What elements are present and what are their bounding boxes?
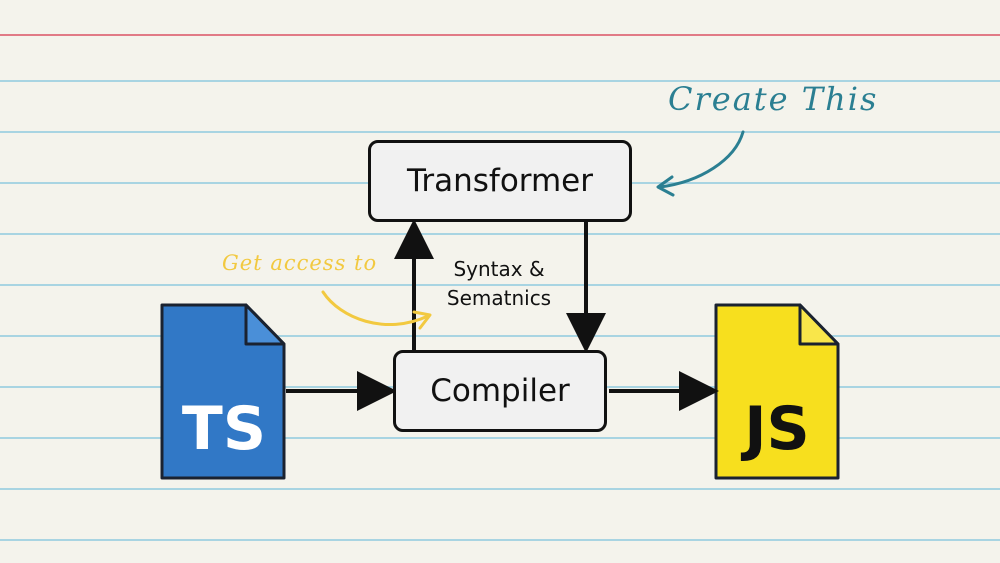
compiler-node: Compiler <box>393 350 607 432</box>
typescript-file-icon: TS <box>160 303 286 480</box>
notebook-line <box>0 284 1000 286</box>
compiler-label: Compiler <box>430 373 570 409</box>
notebook-line <box>0 335 1000 337</box>
notebook-line <box>0 437 1000 439</box>
create-this-annotation: Create This <box>668 80 879 118</box>
javascript-file-icon: JS <box>714 303 840 480</box>
ts-file-label: TS <box>182 394 266 464</box>
notebook-line <box>0 233 1000 235</box>
notebook-line <box>0 488 1000 490</box>
syntax-semantics-label: Syntax & Sematnics <box>424 255 574 313</box>
notebook-line <box>0 539 1000 541</box>
notebook-line <box>0 131 1000 133</box>
notebook-margin-line <box>0 34 1000 36</box>
syntax-label-line-2: Sematnics <box>446 286 552 310</box>
get-access-to-annotation: Get access to <box>222 251 378 275</box>
syntax-label-line-1: Syntax & <box>453 257 545 281</box>
notebook-line <box>0 80 1000 82</box>
js-file-label: JS <box>740 394 810 464</box>
transformer-node: Transformer <box>368 140 632 222</box>
get-access-pointer-arrow <box>321 290 432 330</box>
transformer-label: Transformer <box>406 163 593 199</box>
create-this-pointer-arrow <box>656 130 745 197</box>
